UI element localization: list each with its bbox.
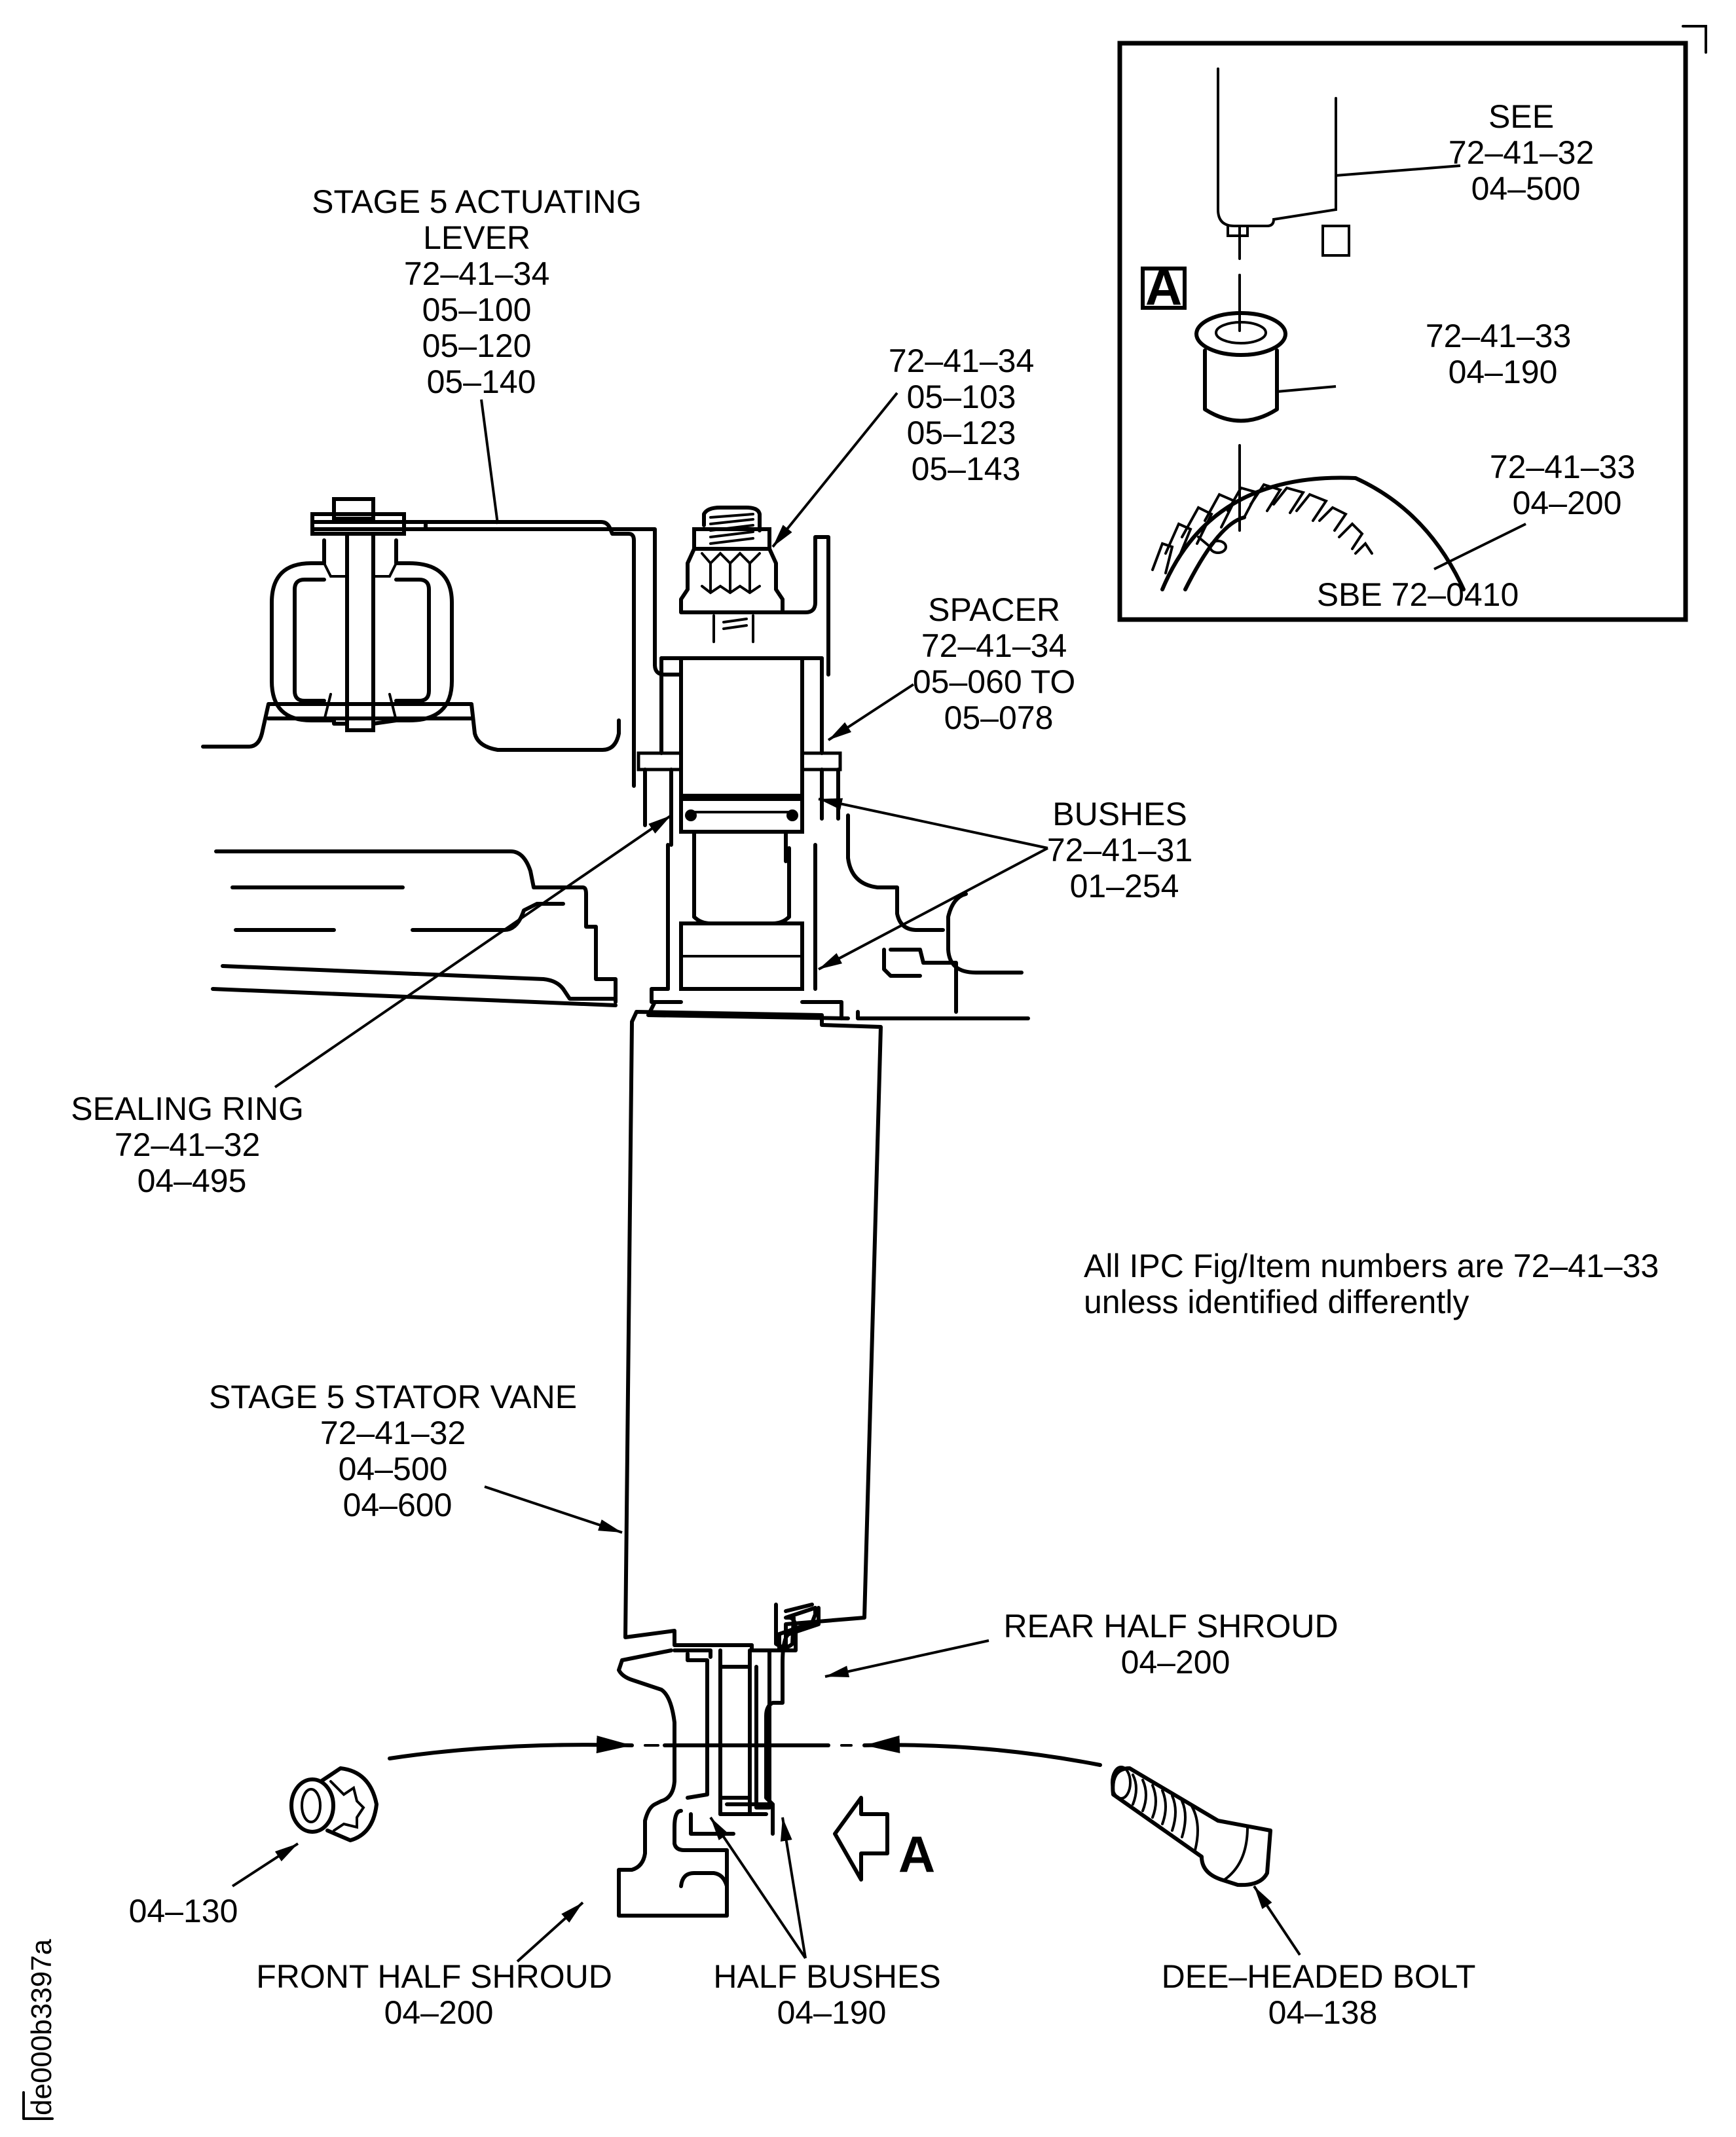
detail-vane-ref: SEE 72–41–32 04–500 [1449, 98, 1603, 207]
note: All IPC Fig/Item numbers are 72–41–33 un… [1084, 1248, 1668, 1320]
view-direction-arrow [833, 1796, 889, 1882]
sealing-ring-right [786, 809, 798, 821]
upper-bush [643, 768, 673, 847]
leader-nut-04-130 [231, 1842, 299, 1887]
spindle-nut [679, 547, 785, 614]
crop-mark-bottom-left [22, 2091, 54, 2120]
spacer [679, 656, 804, 801]
actuating-lever-assembly [270, 497, 683, 788]
figure-id: de000b3397a [26, 1939, 58, 2115]
leader-stator-vane [484, 1485, 623, 1534]
detail-shroud-ref: 72–41–33 04–200 [1490, 449, 1644, 521]
leader-bushes-upper [818, 798, 1048, 849]
view-a-arrow: A [833, 1796, 935, 1883]
callout-stator-vane: STAGE 5 STATOR VANE 72–41–32 04–500 04–6… [209, 1379, 586, 1523]
leader-half-bush-left [709, 1816, 807, 1960]
clamp-link-right [371, 538, 454, 726]
view-arrow-label: A [898, 1825, 935, 1883]
sealing-ring-left [685, 809, 697, 821]
callout-half-bushes: HALF BUSHES 04–190 [713, 1958, 950, 2031]
detail-leader-shroud [1433, 523, 1526, 570]
threaded-stud [702, 506, 762, 532]
detail-caption: SBE 72–0410 [1317, 576, 1519, 613]
detail-vane-feet [1151, 483, 1373, 574]
detail-label-box [1141, 267, 1187, 310]
spindle-nut-collar [692, 527, 771, 551]
callout-nut-04-130: 04–130 [129, 1893, 238, 1929]
nut-insertion-path [388, 1736, 634, 1760]
detail-leader-vane [1335, 164, 1461, 177]
front-half-shroud [617, 1648, 729, 1918]
dee-headed-bolt [1111, 1766, 1272, 1887]
leader-rear-half-shroud [824, 1639, 989, 1678]
detail-vane-body [1217, 67, 1337, 227]
leader-sealing-ring [274, 814, 673, 1088]
detail-leader-half-bush [1276, 385, 1337, 393]
callout-bushes: BUSHES 72–41–31 01–254 [1047, 796, 1202, 904]
clamp-link-left [270, 538, 349, 726]
vane-spindle-stack [637, 506, 850, 1020]
detail-vane-trunnion [1321, 225, 1350, 257]
crop-mark-top-right [1682, 25, 1707, 54]
callout-dee-headed-bolt: DEE–HEADED BOLT 04–138 [1162, 1958, 1485, 2031]
shroud-assembly [617, 1603, 821, 1918]
compressor-casing [201, 702, 1030, 1020]
callout-rear-half-shroud: REAR HALF SHROUD 04–200 [1003, 1608, 1347, 1681]
leader-lines [231, 392, 1301, 1963]
callout-actuating-lever: STAGE 5 ACTUATING LEVER 72–41–34 05–100 … [312, 183, 651, 400]
leader-front-half-shroud [516, 1901, 584, 1963]
actuating-lever [310, 515, 683, 677]
detail-label: A [1145, 258, 1182, 316]
leader-spacer [827, 683, 915, 741]
callout-nut: 72–41–34 05–103 05–123 05–143 [889, 343, 1043, 487]
leader-actuating-lever [480, 399, 499, 525]
detail-frame [1117, 41, 1688, 622]
leader-half-bush-right [780, 1817, 807, 1959]
lever-bolt-shank [345, 532, 375, 732]
lever-bolt-head [332, 497, 375, 521]
half-bushes [673, 1802, 775, 1901]
stator-vane-body [623, 1010, 754, 1647]
stage-5-stator-vane [623, 1010, 883, 1652]
callout-front-half-shroud: FRONT HALF SHROUD 04–200 [256, 1958, 621, 2031]
mounting-axis [388, 1736, 1102, 1767]
leader-nut [771, 392, 898, 548]
leader-bushes-lower [818, 847, 1048, 971]
leader-dee-headed-bolt [1253, 1885, 1301, 1956]
detail-half-bush-body [1203, 348, 1279, 423]
detail-shroud-ring [1160, 475, 1466, 591]
callout-sealing-ring: SEALING RING 72–41–32 04–495 [71, 1090, 313, 1199]
detail-half-bush-ref: 72–41–33 04–190 [1426, 318, 1580, 390]
self-locking-nut [289, 1766, 379, 1842]
bolt-insertion-path [862, 1736, 1102, 1767]
callout-spacer: SPACER 72–41–34 05–060 TO 05–078 [913, 591, 1084, 736]
tab-washer [781, 535, 830, 677]
detail-view-a: A SEE 72–41–32 04–500 72–41–33 04–190 72… [1117, 41, 1688, 622]
